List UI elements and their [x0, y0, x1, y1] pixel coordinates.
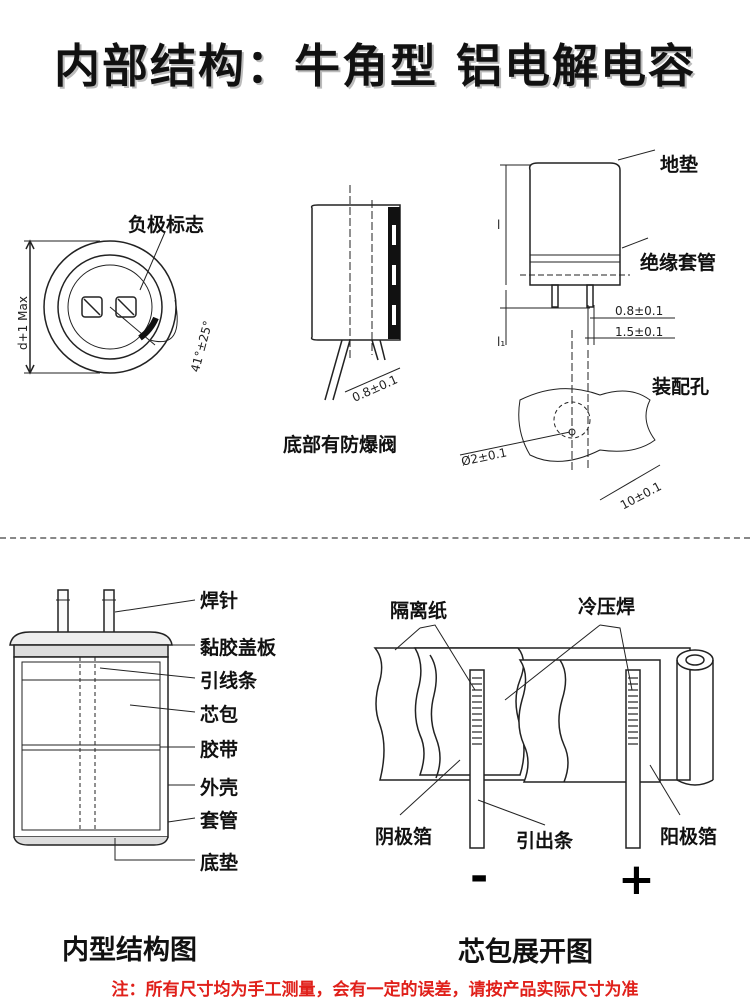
label-solder-pin: 焊针 — [200, 590, 239, 612]
footnote: 注：所有尺寸均为手工测量，会有一定的误差，请按产品实际尺寸为准 — [111, 980, 639, 1000]
label-core: 芯包 — [200, 704, 239, 726]
case-body — [13, 656, 169, 838]
negative-mark-band — [138, 316, 159, 341]
caption-core: 芯包展开图 — [458, 937, 593, 968]
anode-sheet — [518, 659, 661, 783]
terminal-right — [115, 296, 137, 318]
side-body — [310, 204, 401, 341]
cover-plate — [9, 631, 173, 646]
plus-sign: + — [618, 854, 655, 905]
label-cold-weld: 冷压焊 — [578, 596, 636, 618]
roll-end — [676, 649, 714, 671]
label-insulating-sleeve: 绝缘套管 — [640, 252, 717, 274]
lead-strip-negative — [469, 669, 485, 849]
label-case: 外壳 — [200, 777, 239, 799]
label-tape: 胶带 — [200, 739, 239, 761]
minus-sign: - — [470, 851, 489, 902]
label-cathode-foil: 阴极箔 — [375, 826, 433, 848]
board-outline — [518, 388, 656, 462]
dimension-view-diagram — [459, 149, 675, 501]
side-view-diagram — [310, 185, 401, 401]
label-separator-paper: 隔离纸 — [390, 600, 448, 622]
label-bottom-vent: 底部有防爆阀 — [283, 434, 398, 456]
label-base-pad: 地垫 — [660, 154, 699, 176]
caption-internal: 内型结构图 — [62, 935, 197, 966]
dim-lead-space-a: 0.8±0.1 — [615, 304, 664, 318]
top-view-diagram — [24, 231, 178, 375]
label-base-pad-internal: 底垫 — [200, 852, 239, 874]
dim-body — [528, 162, 621, 286]
page-title: 内部结构：牛角型 铝电解电容 — [53, 39, 696, 93]
label-lead-strip: 引线条 — [200, 670, 258, 692]
terminal-left — [81, 296, 103, 318]
label-adhesive-cover: 黏胶盖板 — [200, 637, 277, 659]
top-inner-circle — [57, 254, 163, 360]
label-sleeve: 套管 — [200, 810, 239, 832]
dim-l1: l₁ — [497, 335, 506, 349]
label-negative-mark: 负极标志 — [128, 214, 205, 236]
label-anode-foil: 阳极箔 — [660, 826, 718, 848]
cathode-foil — [429, 654, 441, 779]
label-mounting-hole: 装配孔 — [652, 376, 710, 398]
dim-lead-space-b: 1.5±0.1 — [615, 325, 664, 339]
lead-strip-positive — [625, 669, 641, 849]
section-divider — [0, 537, 750, 539]
dim-l: l — [497, 218, 501, 232]
label-lead-strip-core: 引出条 — [516, 830, 574, 852]
